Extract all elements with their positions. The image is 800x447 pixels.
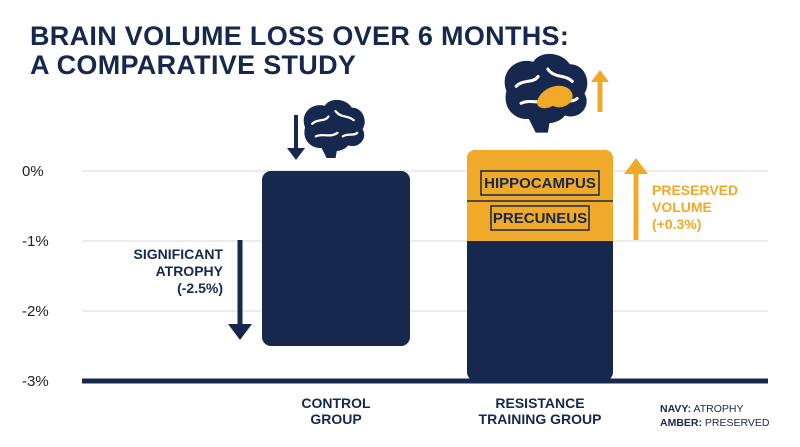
title-line-1: BRAIN VOLUME LOSS OVER 6 MONTHS: [30,21,570,51]
annotation-preserved: (+0.3%) [652,216,701,232]
y-tick-label: -3% [22,373,49,390]
bars: HIPPOCAMPUS PRECUNEUS [262,150,613,381]
brain-shape [504,53,588,124]
brain-stem [321,147,338,158]
category-label-1: RESISTANCE [495,395,584,411]
brain-hippocampus-highlight [536,85,573,109]
arrow-up-icon [624,158,648,174]
brain-shape [303,99,365,152]
chart-title: BRAIN VOLUME LOSS OVER 6 MONTHS: A COMPA… [30,22,569,80]
annotation-preserved: VOLUME [652,199,712,215]
legend-item-amber: AMBER: PRESERVED [660,417,770,429]
arrow-down-icon [228,324,252,340]
y-tick-label: -2% [22,303,49,320]
annotation-atrophy: (-2.5%) [177,280,223,296]
category-label-0: GROUP [310,411,361,427]
region-label-box [480,170,600,196]
category-label-1: TRAINING GROUP [479,411,602,427]
annotation-atrophy: SIGNIFICANT [134,246,224,262]
annotation-atrophy: ATROPHY [156,263,224,279]
bar-control-group [262,171,410,346]
y-tick-label: 0% [22,163,44,180]
brain-icon [303,99,365,158]
brain-stem [528,117,551,133]
region-label-hippocampus: HIPPOCAMPUS [484,175,596,192]
icons [228,53,648,340]
y-tick-label: -1% [22,233,49,250]
arrow-up-icon [591,70,609,82]
legend: NAVY: ATROPHY AMBER: PRESERVED [660,402,770,430]
arrow-down-icon [287,148,305,160]
category-label-0: CONTROL [301,395,371,411]
annotation-preserved: PRESERVED [652,182,738,198]
grid-lines [82,170,768,312]
brain-icon [504,53,588,133]
legend-item-navy: NAVY: ATROPHY [660,403,744,415]
y-axis-ticks: 0% -1% -2% -3% [22,163,49,390]
region-label-precuneus: PRECUNEUS [493,210,587,227]
brain-folds [311,110,359,138]
region-label-box [490,205,590,231]
title-line-2: A COMPARATIVE STUDY [30,50,357,80]
brain-folds [514,67,579,105]
